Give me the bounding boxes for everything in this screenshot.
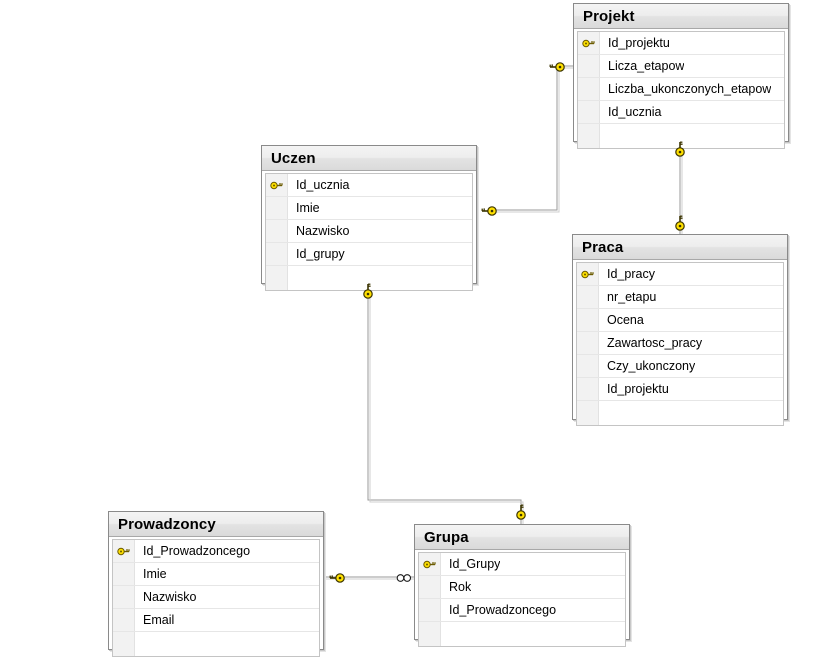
field-row[interactable]: Zawartosc_pracy — [577, 332, 783, 355]
field-row-empty[interactable] — [266, 266, 472, 290]
field-row[interactable]: Nazwisko — [266, 220, 472, 243]
field-row[interactable]: nr_etapu — [577, 286, 783, 309]
primary-key-icon — [266, 174, 288, 196]
field-row[interactable]: Rok — [419, 576, 625, 599]
field-gutter — [266, 243, 288, 265]
field-row-empty[interactable] — [419, 622, 625, 646]
field-name: Id_ucznia — [608, 105, 662, 119]
relationship-line-shadow — [495, 67, 575, 213]
field-row[interactable]: Id_pracy — [577, 263, 783, 286]
table-title-grupa[interactable]: Grupa — [415, 525, 629, 550]
field-row[interactable]: Id_Prowadzoncego — [419, 599, 625, 622]
field-row-empty[interactable] — [113, 632, 319, 656]
field-gutter — [266, 220, 288, 242]
field-gutter — [113, 632, 135, 656]
field-gutter — [578, 78, 600, 100]
field-name: Id_pracy — [607, 267, 655, 281]
field-row-empty[interactable] — [578, 124, 784, 148]
table-title-uczen[interactable]: Uczen — [262, 146, 476, 171]
field-gutter — [577, 286, 599, 308]
key-side-icon-m-uczen-right — [481, 204, 499, 216]
field-row[interactable]: Nazwisko — [113, 586, 319, 609]
field-name: Nazwisko — [296, 224, 350, 238]
field-gutter — [578, 101, 600, 123]
field-gutter — [419, 599, 441, 621]
field-row[interactable]: Imie — [113, 563, 319, 586]
field-gutter — [577, 332, 599, 354]
key-side-icon-m-grupa-top — [515, 504, 527, 522]
relationship-line-rel-uczen-projekt[interactable] — [493, 65, 573, 211]
table-title-projekt[interactable]: Projekt — [574, 4, 788, 29]
field-row[interactable]: Id_Grupy — [419, 553, 625, 576]
field-gutter — [113, 586, 135, 608]
relationship-line-shadow — [369, 286, 524, 526]
field-row[interactable]: Liczba_ukonczonych_etapow — [578, 78, 784, 101]
primary-key-icon — [578, 32, 600, 54]
many-side-icon-m-grupa-left — [395, 571, 413, 583]
field-name: nr_etapu — [607, 290, 657, 304]
field-name: Imie — [296, 201, 320, 215]
field-name: Rok — [449, 580, 472, 594]
field-gutter — [577, 309, 599, 331]
field-name: Id_Prowadzoncego — [449, 603, 557, 617]
field-row[interactable]: Licza_etapow — [578, 55, 784, 78]
field-gutter — [419, 576, 441, 598]
field-name: Nazwisko — [143, 590, 197, 604]
key-side-icon-m-projekt-left — [549, 60, 567, 72]
field-row[interactable]: Czy_ukonczony — [577, 355, 783, 378]
field-row[interactable]: Id_grupy — [266, 243, 472, 266]
field-gutter — [266, 197, 288, 219]
field-name: Imie — [143, 567, 167, 581]
primary-key-icon — [577, 263, 599, 285]
field-gutter — [577, 378, 599, 400]
field-name: Id_Prowadzoncego — [143, 544, 251, 558]
table-title-praca[interactable]: Praca — [573, 235, 787, 260]
key-side-icon-m-prowadzoncy-r — [329, 571, 347, 583]
primary-key-icon — [419, 553, 441, 575]
field-row[interactable]: Id_Prowadzoncego — [113, 540, 319, 563]
table-title-prowadzoncy[interactable]: Prowadzoncy — [109, 512, 323, 537]
field-row[interactable]: Imie — [266, 197, 472, 220]
field-name: Id_grupy — [296, 247, 345, 261]
field-row-empty[interactable] — [577, 401, 783, 425]
field-row[interactable]: Id_projektu — [578, 32, 784, 55]
field-name: Id_ucznia — [296, 178, 350, 192]
field-row[interactable]: Ocena — [577, 309, 783, 332]
field-row[interactable]: Id_ucznia — [266, 174, 472, 197]
field-gutter — [578, 55, 600, 77]
field-name: Id_projektu — [607, 382, 669, 396]
field-row[interactable]: Email — [113, 609, 319, 632]
field-gutter — [577, 401, 599, 425]
field-name: Czy_ukonczony — [607, 359, 696, 373]
field-row[interactable]: Id_projektu — [577, 378, 783, 401]
field-gutter — [266, 266, 288, 290]
field-name: Id_projektu — [608, 36, 670, 50]
field-gutter — [577, 355, 599, 377]
field-name: Ocena — [607, 313, 644, 327]
field-gutter — [578, 124, 600, 148]
field-gutter — [113, 563, 135, 585]
field-name: Zawartosc_pracy — [607, 336, 703, 350]
field-name: Email — [143, 613, 175, 627]
field-name: Id_Grupy — [449, 557, 501, 571]
field-gutter — [419, 622, 441, 646]
field-gutter — [113, 609, 135, 631]
field-name: Liczba_ukonczonych_etapow — [608, 82, 772, 96]
relationship-line-rel-uczen-grupa[interactable] — [367, 284, 522, 524]
field-row[interactable]: Id_ucznia — [578, 101, 784, 124]
field-name: Licza_etapow — [608, 59, 685, 73]
primary-key-icon — [113, 540, 135, 562]
key-side-icon-m-praca-top — [674, 215, 686, 233]
